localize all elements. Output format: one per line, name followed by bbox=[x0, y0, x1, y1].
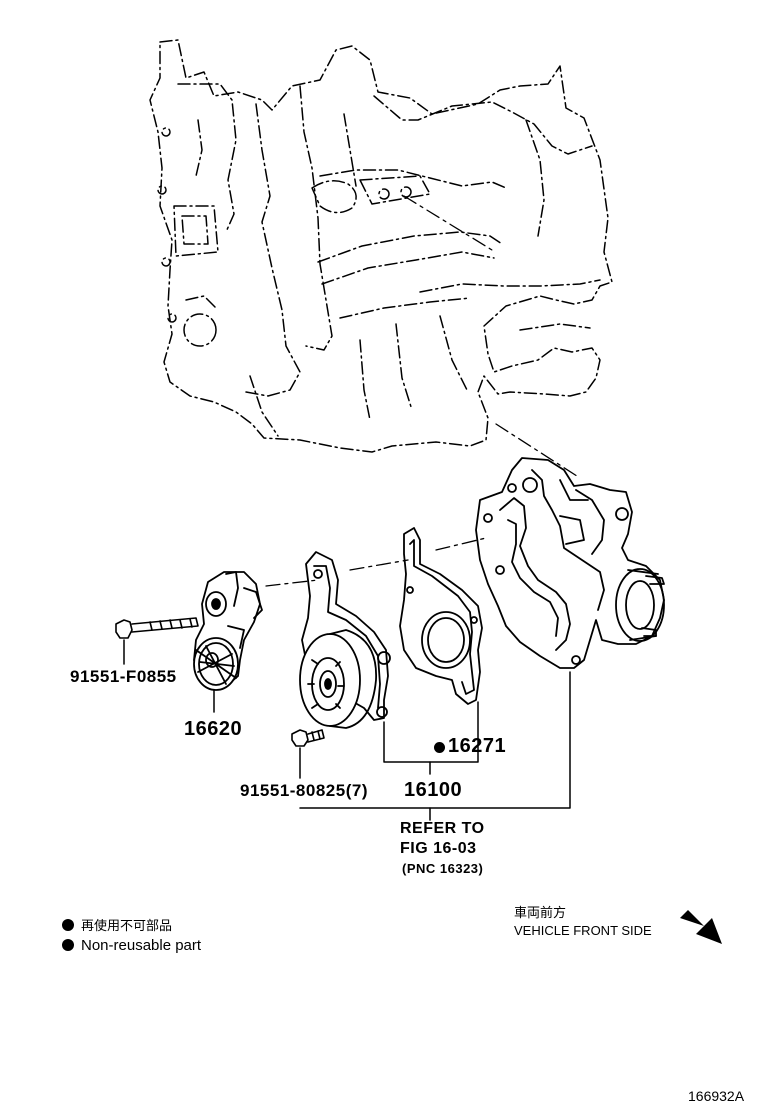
non-reusable-marker-icon bbox=[62, 939, 74, 951]
tensioner-bolt[interactable] bbox=[115, 617, 199, 639]
reference-line-3: (PNC 16323) bbox=[402, 861, 484, 876]
part-number-tensioner-bolt: 91551-F0855 bbox=[70, 667, 177, 686]
part-number-tensioner: 16620 bbox=[184, 718, 243, 740]
pump-plate bbox=[301, 551, 391, 721]
legend-jp-text: 再使用不可部品 bbox=[81, 918, 173, 933]
part-number-water-pump: 16100 bbox=[404, 779, 463, 801]
water-pump-body bbox=[475, 457, 665, 669]
alignment-lines bbox=[265, 195, 581, 587]
figure-id: 166932A bbox=[688, 1088, 745, 1104]
part-number-pump-bolt: 91551-80825(7) bbox=[240, 781, 368, 800]
legend-en-text: Non-reusable part bbox=[81, 937, 202, 954]
pump-bolt[interactable] bbox=[291, 729, 325, 747]
belt-tensioner[interactable] bbox=[193, 571, 263, 691]
pump-pulley[interactable] bbox=[299, 629, 377, 729]
reference-line-1: REFER TO bbox=[400, 820, 485, 837]
reference-line-2: FIG 16-03 bbox=[400, 840, 477, 857]
non-reusable-marker-icon bbox=[62, 919, 74, 931]
direction-jp: 車両前方 bbox=[514, 905, 567, 920]
engine-block-outline bbox=[149, 39, 613, 453]
legend-en: Non-reusable part bbox=[62, 938, 201, 953]
direction-en: VEHICLE FRONT SIDE bbox=[514, 923, 652, 938]
legend-jp: 再使用不可部品 bbox=[62, 918, 172, 933]
non-reusable-marker-icon bbox=[434, 742, 445, 753]
arrow-down-right-icon bbox=[680, 910, 722, 944]
gasket bbox=[399, 527, 483, 705]
part-number-gasket: 16271 bbox=[434, 736, 506, 756]
leader-lines bbox=[123, 639, 571, 821]
part-number-gasket-text: 16271 bbox=[448, 735, 507, 757]
